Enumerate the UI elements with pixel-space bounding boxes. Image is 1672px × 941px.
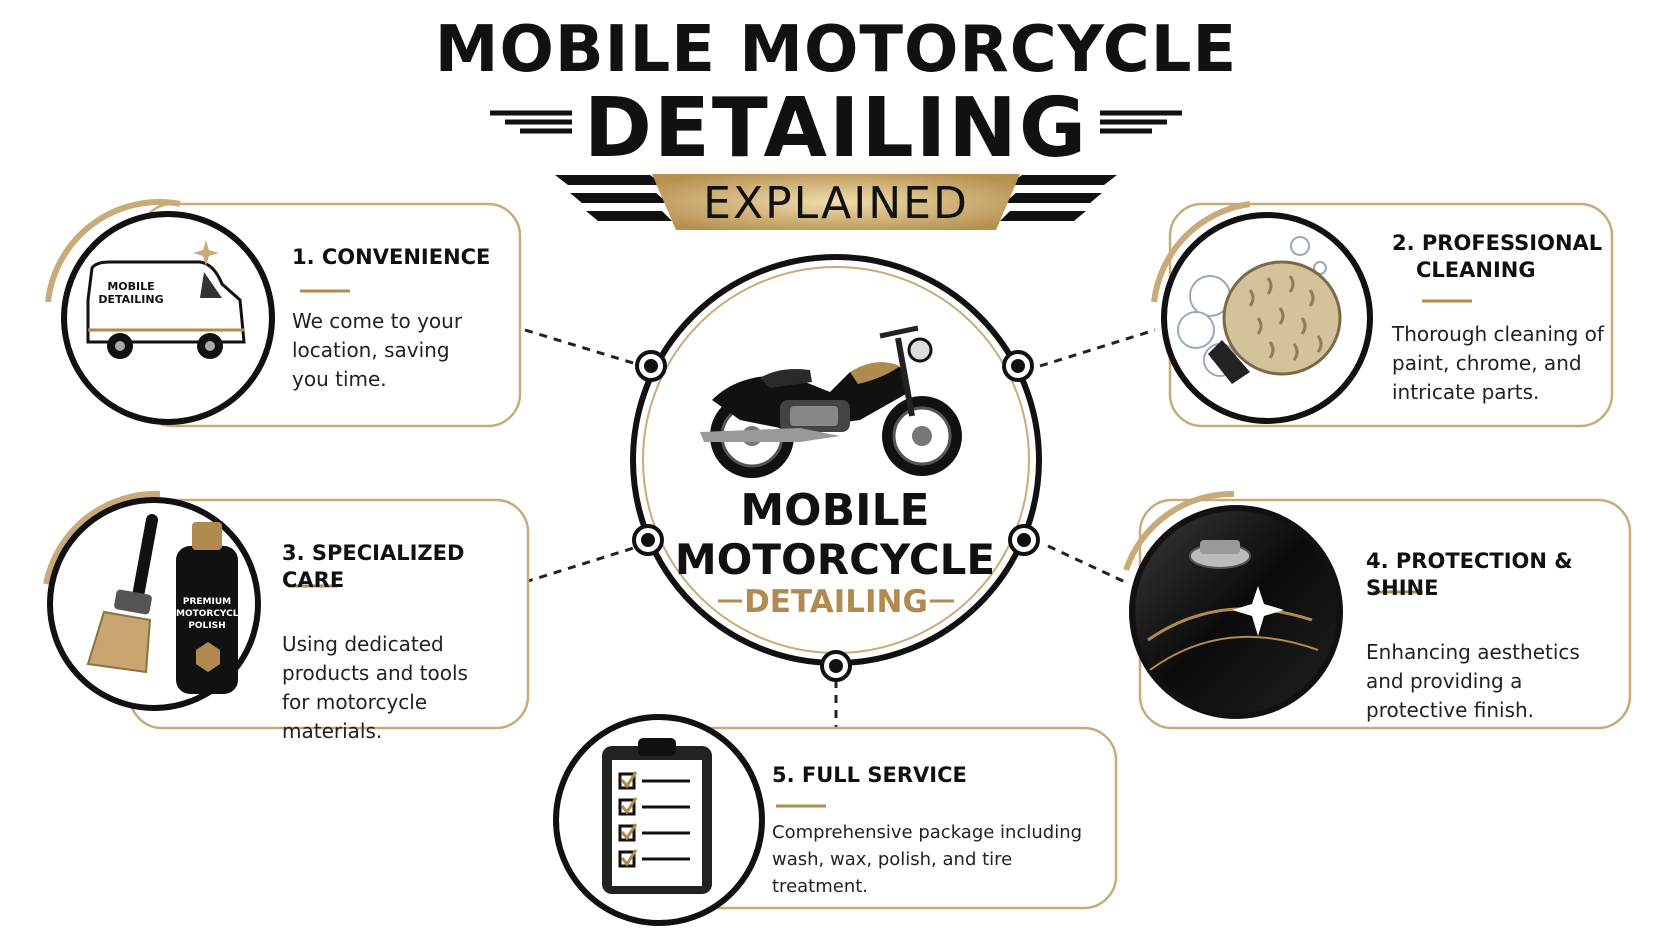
card-title: 1. CONVENIENCE <box>292 245 491 269</box>
card-description: Thorough cleaning of paint, chrome, and … <box>1392 320 1608 407</box>
title-underlines <box>288 289 1472 808</box>
header-speed-lines <box>490 110 1182 221</box>
card-line: protective finish. <box>1366 698 1535 722</box>
brush-polish-icon <box>43 490 261 711</box>
card-protection-shine: 4. PROTECTION & SHINE Enhancing aestheti… <box>1366 548 1626 725</box>
card-description: Enhancing aesthetics and providing a pro… <box>1366 638 1626 725</box>
center-title-line1: MOBILE <box>740 485 930 536</box>
card-professional-cleaning: 2. PROFESSIONAL CLEANING Thorough cleani… <box>1392 230 1608 407</box>
card-full-service: 5. FULL SERVICE Comprehensive package in… <box>772 762 1112 900</box>
card-description: Comprehensive package including wash, wa… <box>772 819 1112 900</box>
card-line: intricate parts. <box>1392 380 1540 404</box>
card-description: We come to your location, saving you tim… <box>292 307 512 394</box>
card-line: We come to your <box>292 309 463 333</box>
center-title-line3: DETAILING <box>744 584 928 620</box>
connector-nodes <box>632 350 1040 682</box>
page-title-line2: DETAILING <box>583 81 1089 176</box>
motorcycle-icon <box>700 325 962 478</box>
card-line: products and tools <box>282 661 468 685</box>
card-description: Using dedicated products and tools for m… <box>282 630 522 746</box>
card-line: paint, chrome, and <box>1392 351 1582 375</box>
van-label-line1: MOBILE <box>107 280 155 293</box>
card-line: Comprehensive package including <box>772 822 1083 843</box>
card-title: 5. FULL SERVICE <box>772 763 967 787</box>
card-line: location, saving <box>292 338 450 362</box>
bottle-label-line2: MOTORCYCLE <box>176 609 245 619</box>
page-title-line1: MOBILE MOTORCYCLE <box>434 13 1238 87</box>
card-title: 4. PROTECTION & SHINE <box>1366 549 1573 600</box>
card-line: wash, wax, polish, and tire treatment. <box>772 849 1013 897</box>
van-label-line2: DETAILING <box>98 293 164 306</box>
card-title-line1: 2. PROFESSIONAL <box>1392 231 1603 255</box>
wash-mitt-icon <box>1151 201 1373 424</box>
header-banner-plate <box>652 174 1020 230</box>
card-line: for motorcycle <box>282 690 428 714</box>
card-line: materials. <box>282 719 383 743</box>
card-line: Using dedicated <box>282 632 444 656</box>
subtitle-banner: EXPLAINED <box>703 178 969 229</box>
card-title: 3. SPECIALIZED CARE <box>282 541 465 592</box>
card-convenience: 1. CONVENIENCE We come to your location,… <box>292 244 512 394</box>
fuel-tank-shine-icon <box>1123 490 1343 719</box>
card-title-line2: CLEANING <box>1416 258 1536 282</box>
card-line: you time. <box>292 367 387 391</box>
bottle-label-line3: POLISH <box>188 621 226 631</box>
card-line: Enhancing aesthetics <box>1366 640 1580 664</box>
van-icon <box>45 199 275 425</box>
connector-lines <box>524 328 1156 730</box>
center-title-line2: MOTORCYCLE <box>674 535 996 584</box>
card-line: and providing a <box>1366 669 1523 693</box>
card-line: Thorough cleaning of <box>1392 322 1604 346</box>
bottle-label-line1: PREMIUM <box>182 597 232 607</box>
checklist-icon <box>553 714 765 926</box>
card-specialized-care: 3. SPECIALIZED CARE Using dedicated prod… <box>282 540 522 746</box>
